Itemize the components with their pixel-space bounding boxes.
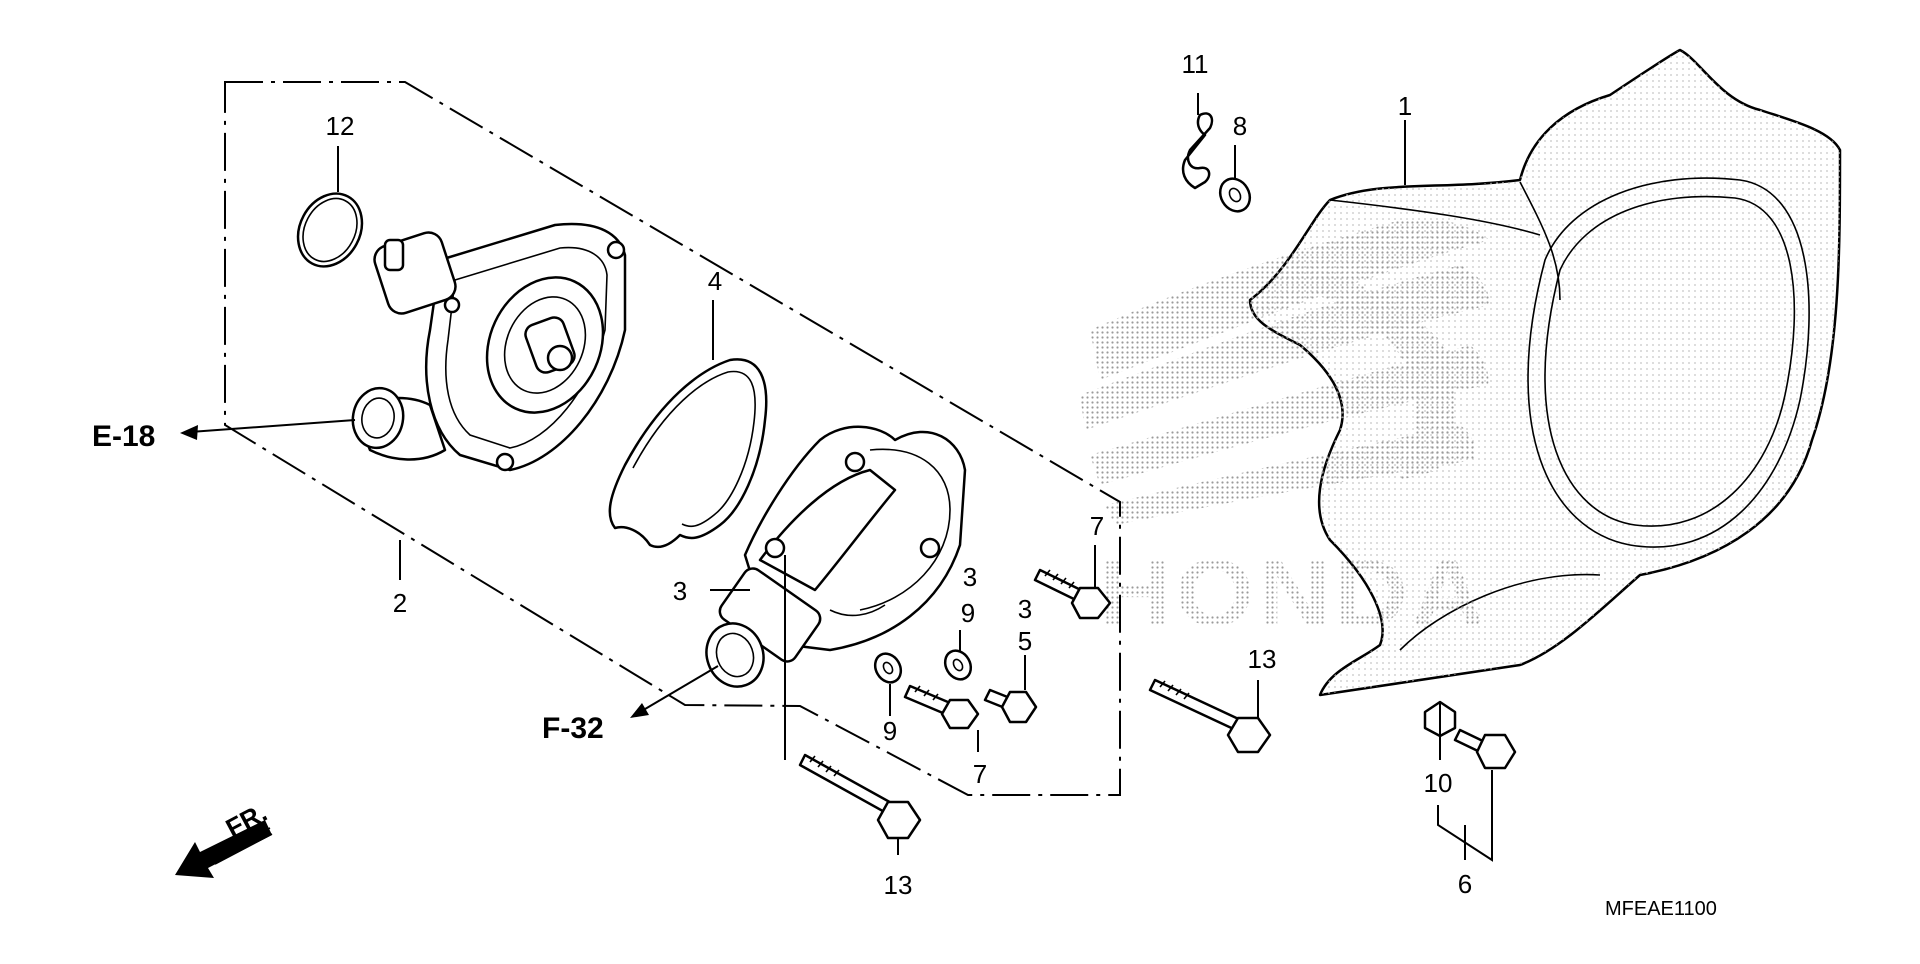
callout-7-lower: 7 xyxy=(973,759,987,789)
callout-11: 11 xyxy=(1182,49,1209,79)
water-pump-cover[interactable] xyxy=(698,425,967,695)
e18-arrow xyxy=(180,419,356,440)
callout-4: 4 xyxy=(708,266,722,296)
assembly-group-outline xyxy=(224,81,1121,796)
honda-watermark-text: HONDA xyxy=(1098,540,1488,645)
callout-12: 12 xyxy=(326,111,355,141)
bolt-5[interactable] xyxy=(983,688,1038,724)
callout-6: 6 xyxy=(1458,869,1472,899)
washer-9-right[interactable] xyxy=(940,646,976,684)
ref-e18: E-18 xyxy=(92,420,155,453)
honda-wing-logo: HONDA xyxy=(1080,218,1490,645)
callout-13-lower: 13 xyxy=(884,870,913,900)
water-pump-assembly[interactable] xyxy=(348,222,627,472)
callout-2: 2 xyxy=(393,588,407,618)
bolt-7-upper[interactable] xyxy=(1033,568,1112,620)
callout-8: 8 xyxy=(1233,111,1247,141)
f32-arrow xyxy=(630,665,719,718)
bolt-13-lower[interactable] xyxy=(798,753,922,840)
callout-9-right: 9 xyxy=(961,598,975,628)
bolt-13-right[interactable] xyxy=(1148,678,1272,754)
callout-9-left: 9 xyxy=(883,716,897,746)
left-side-cover[interactable] xyxy=(1248,48,1842,697)
front-direction-arrow xyxy=(175,820,273,878)
callout-1: 1 xyxy=(1398,91,1412,121)
gasket-4[interactable] xyxy=(608,358,768,549)
clip-11[interactable] xyxy=(1181,112,1214,190)
bolt-7-lower[interactable] xyxy=(903,684,980,730)
callout-3-right: 3 xyxy=(1018,594,1032,624)
bolt-6[interactable] xyxy=(1453,728,1517,770)
callout-10: 10 xyxy=(1424,768,1453,798)
leader-lines xyxy=(337,93,1493,862)
callout-13-right: 13 xyxy=(1248,644,1277,674)
washer-8[interactable] xyxy=(1214,173,1255,216)
callout-3-cover: 3 xyxy=(673,576,687,606)
washer-9-left[interactable] xyxy=(870,649,906,687)
o-ring-12[interactable] xyxy=(286,182,375,277)
diagram-code: MFEAE1100 xyxy=(1605,898,1717,920)
callout-3-middle: 3 xyxy=(963,562,977,592)
ref-f32: F-32 xyxy=(542,712,604,745)
callout-labels: 1 2 3 3 3 4 5 6 7 7 8 9 9 10 11 12 13 13 xyxy=(326,49,1473,900)
callout-7-upper: 7 xyxy=(1090,511,1104,541)
callout-5: 5 xyxy=(1018,626,1032,656)
